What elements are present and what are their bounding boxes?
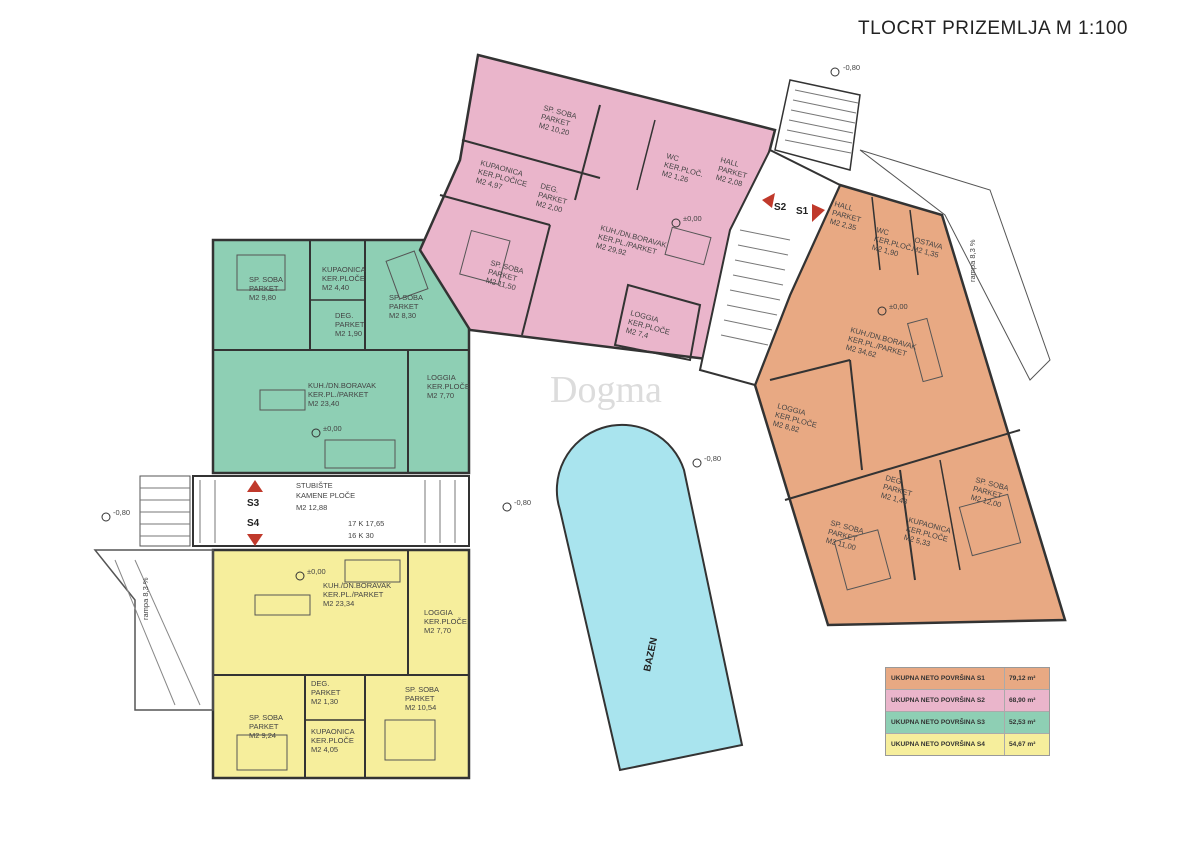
level-6: ±0,00 [323,424,342,433]
pool-outline [555,423,744,772]
level-2: ±0,00 [683,214,702,223]
unit-s3-outline [211,238,471,475]
legend-label: UKUPNA NETO POVRŠINA S1 [891,675,985,682]
legend-value: 54,67 m² [1004,734,1049,755]
legend-row-s2: UKUPNA NETO POVRŠINA S2 68,90 m² [886,690,1049,712]
legend-label: UKUPNA NETO POVRŠINA S4 [891,741,985,748]
level-4: ±0,00 [889,302,908,311]
legend-value: 52,53 m² [1004,712,1049,733]
ramp-left-label: rampa 8,3 % [141,577,150,620]
level-9: -0,80 [514,498,531,507]
legend-label: UKUPNA NETO POVRŠINA S2 [891,697,985,704]
stairs-area: M2 12,88 [296,503,327,512]
marker-s3: S3 [247,498,260,509]
unit-markers: S3 S4 S2 S1 [247,193,825,546]
legend-row-s4: UKUPNA NETO POVRŠINA S4 54,67 m² [886,734,1049,755]
marker-s2: S2 [774,202,787,213]
marker-s1: S1 [796,206,809,217]
room-label-s1: SP. SOBAPARKETM2 11,00 [825,518,865,553]
level-markers: -0,80 ±0,00 ±0,00 -0,80 ±0,00 -0,80 ±0,0… [101,63,908,581]
stairs-steps-2: 16 K 30 [348,531,374,540]
plan-title: TLOCRT PRIZEMLJA M 1:100 [858,18,1128,39]
unit-s1 [753,183,1067,627]
ramp-right-label: rampa 8,3 % [968,239,977,282]
unit-s3 [211,238,471,475]
unit-s2-outline [418,53,777,362]
stairs-steps-1: 17 K 17,65 [348,519,384,528]
marker-s4: S4 [247,518,260,529]
legend-row-s1: UKUPNA NETO POVRŠINA S1 79,12 m² [886,668,1049,690]
room-labels: SP. SOBAPARKETM2 10,20KUPAONICAKER.PLOČI… [249,103,1010,754]
left-ramp [93,549,214,711]
upper-stairs [698,79,1051,387]
area-legend: UKUPNA NETO POVRŠINA S1 79,12 m² UKUPNA … [885,667,1050,756]
level-8: ±0,00 [307,567,326,576]
watermark: Dogma [550,369,662,411]
legend-label: UKUPNA NETO POVRŠINA S3 [891,719,985,726]
level-1: -0,80 [843,63,860,72]
stairs-floor: KAMENE PLOČE [296,491,355,500]
pool: BAZEN [555,423,744,772]
unit-s2 [418,53,777,362]
unit-s4-outline [211,548,471,780]
stairs-name: STUBIŠTE [296,481,333,490]
legend-value: 79,12 m² [1004,668,1049,689]
middle-stairs: STUBIŠTE KAMENE PLOČE M2 12,88 17 K 17,6… [139,475,470,547]
level-7: -0,80 [113,508,130,517]
legend-value: 68,90 m² [1004,690,1049,711]
unit-s4 [211,548,471,780]
level-5: -0,80 [704,454,721,463]
legend-row-s3: UKUPNA NETO POVRŠINA S3 52,53 m² [886,712,1049,734]
